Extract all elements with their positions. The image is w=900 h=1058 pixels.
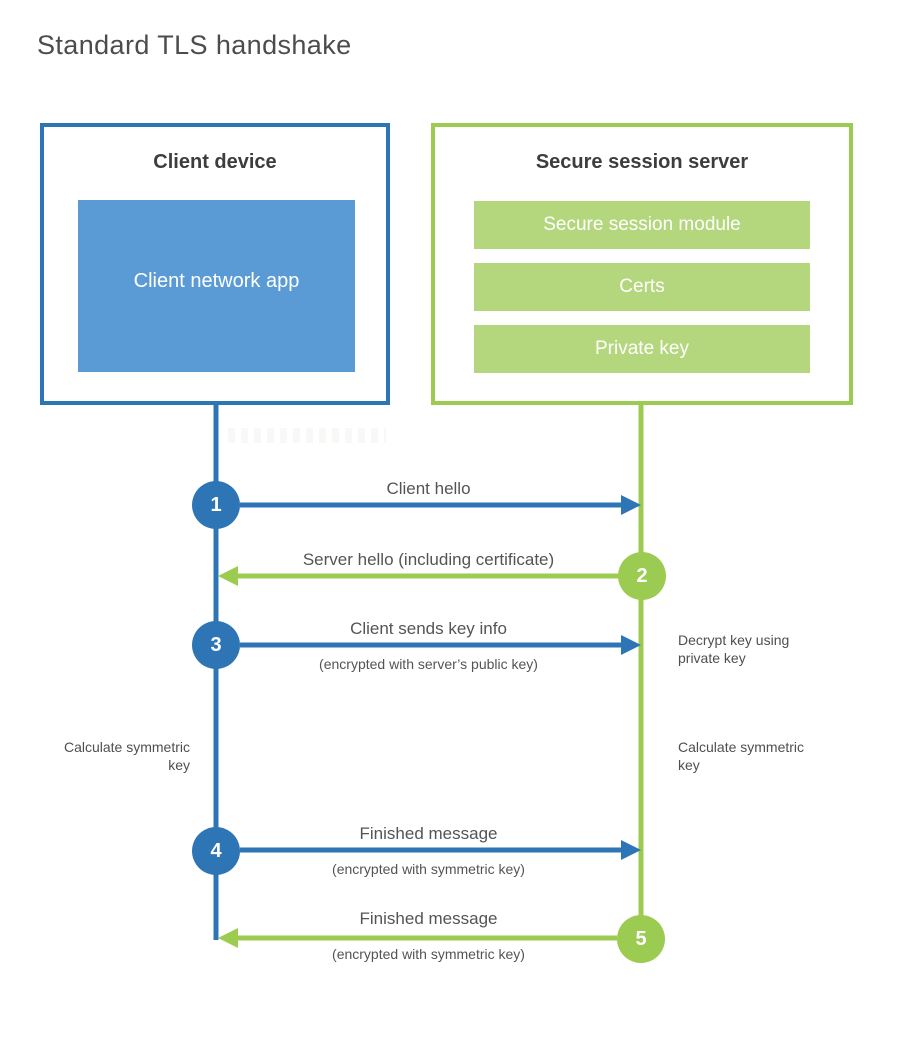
step-circle-1: 1 (192, 481, 240, 529)
step-circle-4: 4 (192, 827, 240, 875)
secure-session-server-title: Secure session server (535, 151, 749, 173)
arrowhead-step3 (621, 635, 641, 655)
step3-label: Client sends key info (350, 619, 507, 638)
arrowhead-step5 (218, 928, 238, 948)
arrowhead-step1 (621, 495, 641, 515)
step4-label: Finished message (359, 824, 498, 843)
page-title: Standard TLS handshake (37, 30, 352, 60)
client-network-app-label: Client network app (133, 269, 300, 292)
decrypt-key-note: Decrypt key using private key (678, 632, 790, 667)
step5-label: Finished message (359, 909, 498, 928)
server-module-bar: Certs (474, 263, 810, 311)
step1-label: Client hello (386, 479, 471, 498)
step5-sublabel: (encrypted with symmetric key) (332, 946, 525, 962)
step3-sublabel: (encrypted with server’s public key) (319, 656, 538, 672)
step4-sublabel: (encrypted with symmetric key) (332, 861, 525, 877)
step-circle-2: 2 (618, 552, 666, 600)
calc-symmetric-key-right: Calculate symmetric key (678, 739, 805, 774)
client-device-title: Client device (153, 151, 277, 173)
server-module-label: Private key (595, 338, 689, 359)
step-circle-5: 5 (617, 915, 665, 963)
server-module-label: Secure session module (543, 214, 741, 235)
client-network-app-box: Client network app (78, 200, 355, 372)
calc-symmetric-key-left: Calculate symmetric key (63, 739, 190, 774)
step-circle-3: 3 (192, 621, 240, 669)
faded-print-artifact (228, 428, 386, 443)
secure-session-server-box: Secure session server Secure session mod… (431, 123, 853, 405)
arrowhead-step4 (621, 840, 641, 860)
client-device-box: Client device Client network app (40, 123, 390, 405)
arrowhead-step2 (218, 566, 238, 586)
server-module-bar: Private key (474, 325, 810, 373)
server-module-bar: Secure session module (474, 201, 810, 249)
step2-label: Server hello (including certificate) (302, 550, 555, 569)
server-module-label: Certs (619, 276, 665, 297)
